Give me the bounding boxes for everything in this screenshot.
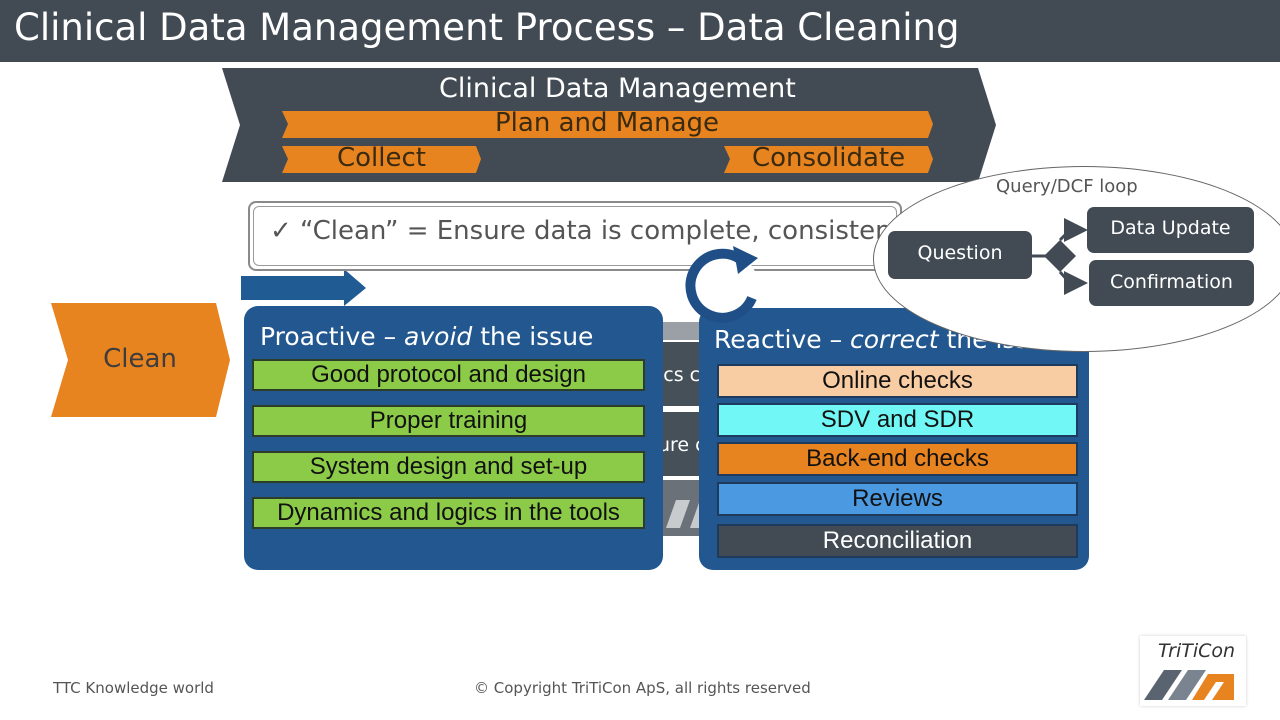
reactive-item: Reviews xyxy=(717,482,1078,516)
collect-label: Collect xyxy=(337,143,426,173)
page-title: Clinical Data Management Process – Data … xyxy=(14,6,960,49)
footer-left: TTC Knowledge world xyxy=(53,679,214,697)
clean-definition-box xyxy=(248,201,902,271)
reactive-item: SDV and SDR xyxy=(717,403,1078,437)
decision-diamond xyxy=(1044,240,1076,272)
confirmation-box: Confirmation xyxy=(1089,260,1254,306)
proactive-item: Proper training xyxy=(252,405,645,437)
behind-fragment-2: ure c xyxy=(658,434,706,456)
behind-slant-1 xyxy=(666,500,690,528)
cdm-title: Clinical Data Management xyxy=(439,73,796,104)
consolidate-arrow xyxy=(724,146,933,173)
connector-to-confirmation xyxy=(1058,270,1088,295)
logo-text: TriTiCon xyxy=(1158,640,1236,662)
proactive-item: Dynamics and logics in the tools xyxy=(252,497,645,529)
connector-to-data-update xyxy=(1058,218,1088,242)
clean-label: Clean xyxy=(103,344,177,374)
blue-arrow xyxy=(241,269,366,306)
query-loop-label: Query/DCF loop xyxy=(996,176,1138,197)
data-update-box: Data Update xyxy=(1087,207,1254,253)
consolidate-label: Consolidate xyxy=(752,143,906,173)
cycle-icon xyxy=(685,246,758,323)
plan-manage-label: Plan and Manage xyxy=(495,108,720,138)
question-box: Question xyxy=(888,231,1032,279)
plan-and-manage-arrow xyxy=(282,111,933,138)
reactive-item: Online checks xyxy=(717,364,1078,398)
logo-mark-icon xyxy=(1144,670,1234,700)
proactive-item: System design and set-up xyxy=(252,451,645,483)
title-bar xyxy=(0,0,1280,62)
behind-fragment-1: ics c xyxy=(658,364,701,386)
clean-arrow xyxy=(51,303,230,417)
proactive-title: Proactive – avoid the issue xyxy=(260,322,594,351)
reactive-item: Reconciliation xyxy=(717,524,1078,558)
reactive-item: Back-end checks xyxy=(717,442,1078,476)
collect-arrow xyxy=(282,146,481,173)
footer-copyright: © Copyright TriTiCon ApS, all rights res… xyxy=(474,679,811,697)
proactive-item: Good protocol and design xyxy=(252,359,645,391)
clean-definition-text: ✓ “Clean” = Ensure data is complete, con… xyxy=(270,216,902,246)
